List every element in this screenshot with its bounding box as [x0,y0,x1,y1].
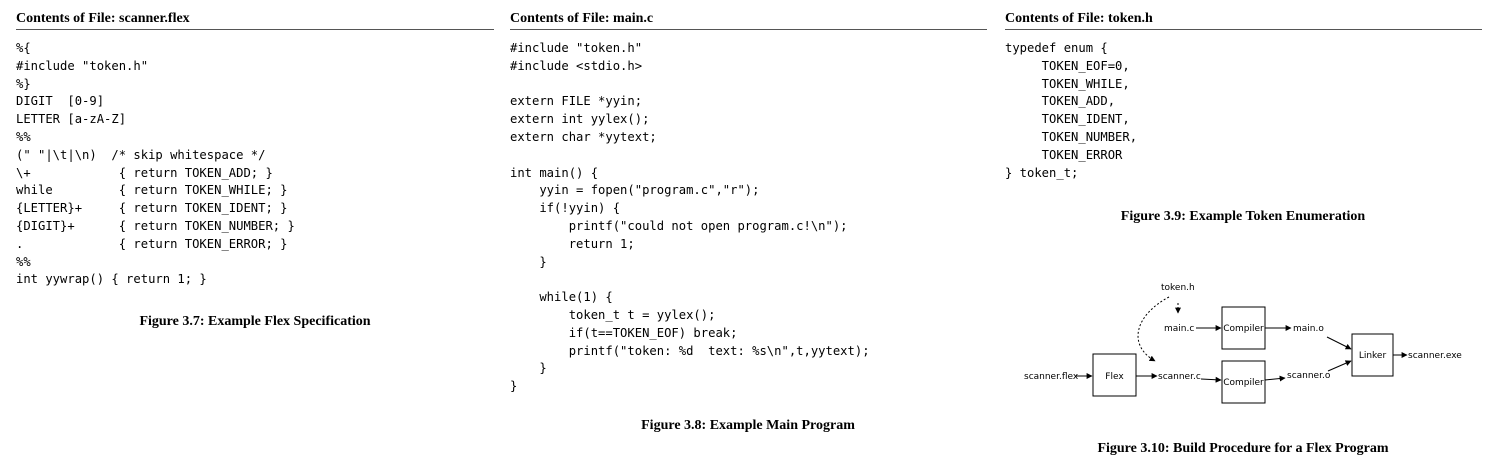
label-main-o: main.o [1293,324,1324,334]
label-token-h: token.h [1161,283,1195,293]
panel-scanner-flex: Contents of File: scanner.flex %{ #inclu… [16,10,494,289]
label-scanner-exe: scanner.exe [1408,351,1462,361]
panel-main-c: Contents of File: main.c #include "token… [510,10,987,396]
label-scanner-o: scanner.o [1287,371,1331,381]
figure-caption: Figure 3.7: Example Flex Specification [139,314,371,329]
compiler-top-box [1221,306,1266,350]
file-header: Contents of File: token.h [1005,10,1482,30]
label-scanner-c: scanner.c [1158,372,1201,382]
file-header: Contents of File: scanner.flex [16,10,494,30]
build-diagram: token.h main.c Compiler main.o Linker sc… [1024,283,1462,404]
arrow-compiler-scannero [1264,375,1286,382]
label-compiler-bottom: Compiler [1223,378,1264,388]
label-main-c: main.c [1164,324,1194,334]
flex-box [1092,353,1137,397]
label-scanner-flex: scanner.flex [1024,372,1079,382]
code-listing: %{ #include "token.h" %} DIGIT [0-9] LET… [16,41,295,287]
code-listing: typedef enum { TOKEN_EOF=0, TOKEN_WHILE,… [1005,41,1138,180]
panel-token-h: Contents of File: token.h typedef enum {… [1005,10,1482,182]
file-header: Contents of File: main.c [510,10,987,30]
figure-caption: Figure 3.10: Build Procedure for a Flex … [1097,441,1389,456]
figure-caption: Figure 3.8: Example Main Program [641,418,855,433]
figure-caption: Figure 3.9: Example Token Enumeration [1120,209,1366,224]
arrow-tokenh-scannerc [1137,296,1170,362]
label-compiler-top: Compiler [1223,324,1264,334]
label-linker: Linker [1359,351,1387,361]
label-flex: Flex [1105,372,1124,382]
arrow-scannero-linker [1327,360,1352,372]
code-listing: #include "token.h" #include <stdio.h> ex… [510,41,870,394]
compiler-bottom-box [1221,360,1266,404]
arrow-scannerc-compiler [1200,376,1222,383]
arrow-maino-linker [1326,336,1352,350]
